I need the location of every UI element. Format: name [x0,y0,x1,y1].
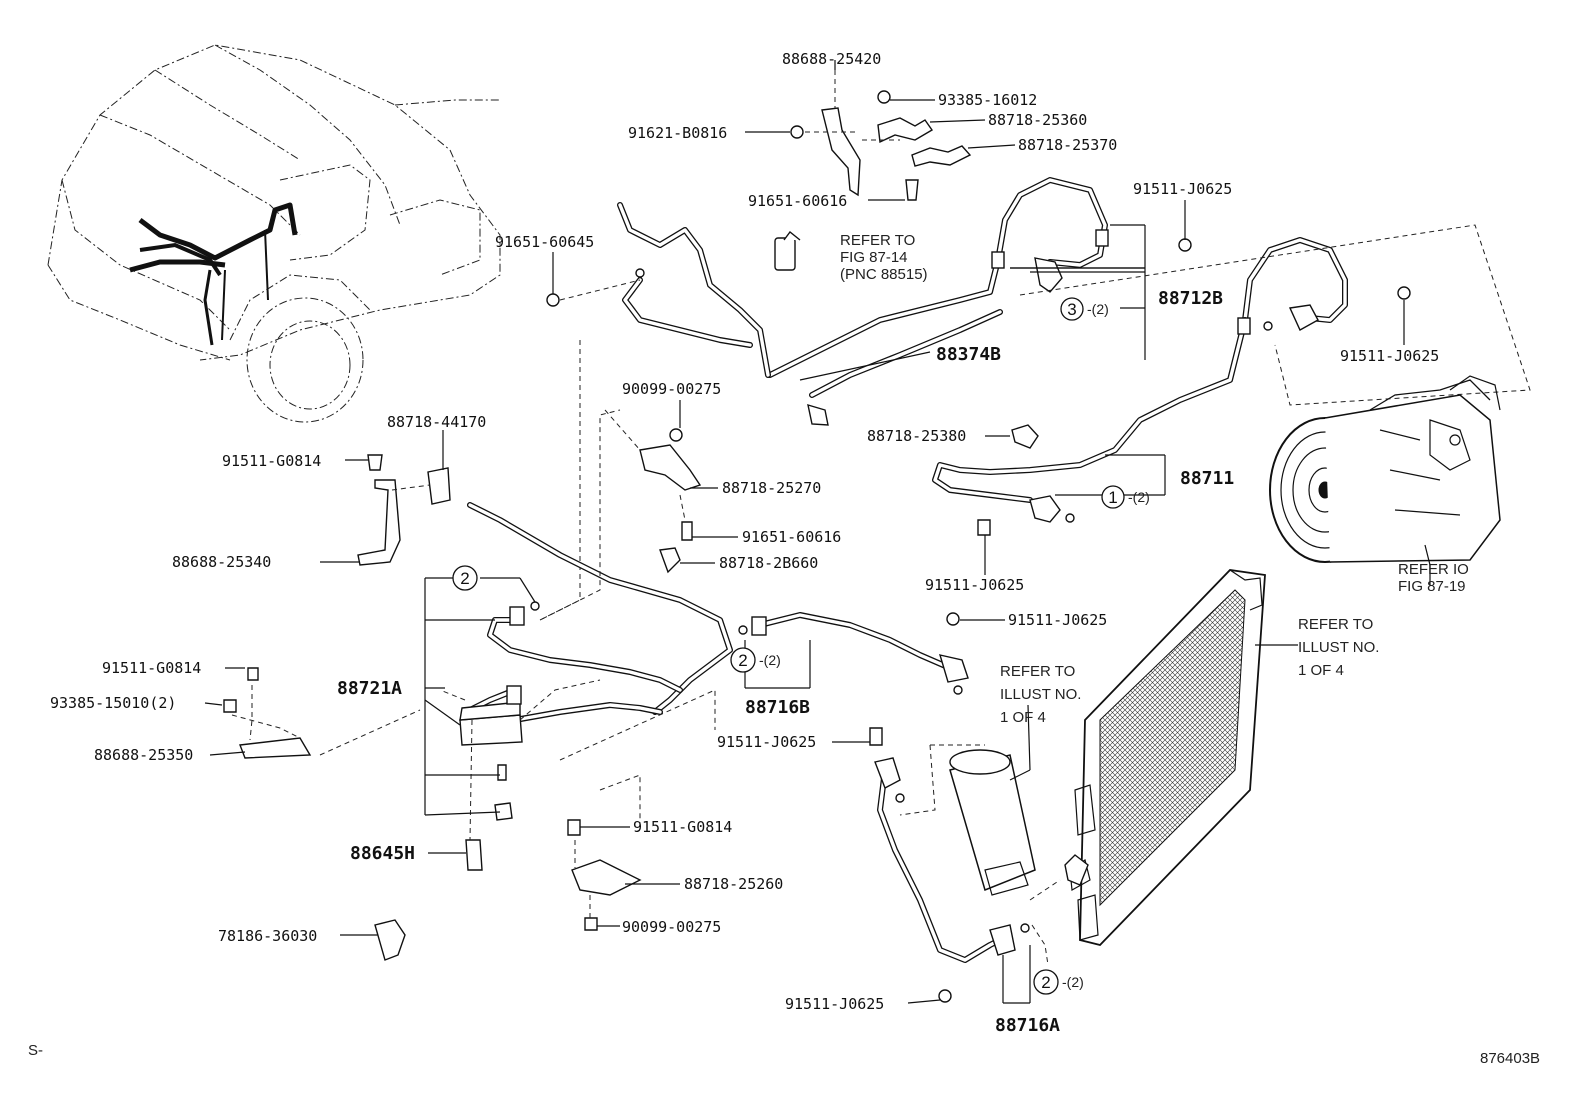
label-91511-G0814-b: 91511-G0814 [102,659,201,677]
label-88688-25340: 88688-25340 [172,553,271,571]
svg-text:(PNC 88515): (PNC 88515) [840,266,928,283]
label-88718-25270: 88718-25270 [722,479,821,497]
note-refer-fig-87-19: REFER IO FIG 87-19 [1398,561,1469,595]
svg-text:REFER TO: REFER TO [1298,616,1373,633]
pipe-88374B [539,202,1003,621]
label-91511-J0625-c: 91511-J0625 [925,576,1024,594]
corner-mark: S- [28,1042,43,1059]
svg-text:2: 2 [460,569,469,588]
pipe-88716B [738,612,969,695]
pipe-88716A [874,757,1061,1003]
label-88645H: 88645H [350,843,415,864]
compressor [1269,375,1501,585]
svg-text:3: 3 [1067,300,1076,319]
label-88716A: 88716A [995,1015,1060,1036]
label-88718-25380: 88718-25380 [867,427,966,445]
leader-lines [204,60,1431,1004]
label-91651-60645: 91651-60645 [495,233,594,251]
hose-88711 [932,224,1531,523]
upper-bracket-group [790,70,972,201]
label-88716B: 88716B [745,697,810,718]
label-88712B: 88712B [1158,288,1223,309]
callout-2-mid: 2 -(2) [730,647,781,673]
label-91651-60616-top: 91651-60616 [748,192,847,210]
callout-2-bottom: 2 -(2) [1033,969,1084,995]
svg-text:-(2): -(2) [1128,489,1150,505]
svg-text:1 OF 4: 1 OF 4 [1000,709,1046,726]
figure-id: 876403B [1480,1050,1540,1067]
callout-3: 3 -(2) [1060,297,1109,321]
label-88718-44170: 88718-44170 [387,413,486,431]
label-88718-25260: 88718-25260 [684,875,783,893]
label-91511-J0625-f: 91511-J0625 [785,995,884,1013]
svg-text:1: 1 [1108,488,1117,507]
label-91511-G0814-a: 91511-G0814 [222,452,321,470]
label-88374B: 88374B [936,344,1001,365]
label-88711: 88711 [1180,468,1234,489]
label-88688-25420: 88688-25420 [782,50,881,68]
callout-1: 1 -(2) [1101,485,1150,509]
label-88721A: 88721A [337,678,402,699]
label-88718-25360: 88718-25360 [988,111,1087,129]
label-78186-36030: 78186-36030 [218,927,317,945]
label-88688-25350: 88688-25350 [94,746,193,764]
label-90099-00275-top: 90099-00275 [622,380,721,398]
note-refer-illust-mid: REFER TO ILLUST NO. 1 OF 4 [1000,663,1081,726]
note-refer-fig-87-14: REFER TO FIG 87-14 (PNC 88515) [840,232,928,283]
label-91511-G0814-c: 91511-G0814 [633,818,732,836]
pipe-88721A [319,409,733,871]
svg-text:REFER TO: REFER TO [840,232,915,249]
vehicle-outline [47,44,501,423]
svg-text:-(2): -(2) [1062,974,1084,990]
svg-text:REFER TO: REFER TO [1000,663,1075,680]
callout-2-left: 2 [452,565,478,591]
hose-upper-88712B [767,177,1109,378]
label-93385-15010: 93385-15010(2) [50,694,176,712]
label-93385-16012: 93385-16012 [938,91,1037,109]
svg-text:ILLUST NO.: ILLUST NO. [1000,686,1081,703]
left-brackets [223,454,451,759]
svg-text:FIG 87-19: FIG 87-19 [1398,578,1466,595]
label-91651-60616-mid: 91651-60616 [742,528,841,546]
svg-text:ILLUST NO.: ILLUST NO. [1298,639,1379,656]
label-91511-J0625-a: 91511-J0625 [1133,180,1232,198]
svg-text:-(2): -(2) [759,652,781,668]
center-small-parts [374,409,991,961]
note-refer-illust-right: REFER TO ILLUST NO. 1 OF 4 [1298,616,1379,679]
receiver-drier [899,744,1036,896]
label-88718-2B660: 88718-2B660 [719,554,818,572]
label-90099-00275-bot: 90099-00275 [622,918,721,936]
svg-text:REFER IO: REFER IO [1398,561,1469,578]
svg-text:1 OF 4: 1 OF 4 [1298,662,1344,679]
label-91621-B0816: 91621-B0816 [628,124,727,142]
label-91511-J0625-d: 91511-J0625 [1008,611,1107,629]
condenser [1064,569,1298,946]
label-91511-J0625-b: 91511-J0625 [1340,347,1439,365]
label-88718-25370: 88718-25370 [1018,136,1117,154]
svg-text:2: 2 [1041,973,1050,992]
label-91511-J0625-e: 91511-J0625 [717,733,816,751]
svg-text:2: 2 [738,651,747,670]
svg-text:-(2): -(2) [1087,301,1109,317]
svg-text:FIG 87-14: FIG 87-14 [840,249,908,266]
